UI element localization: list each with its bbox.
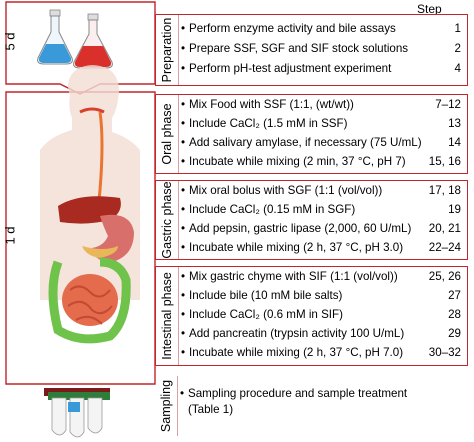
step-row: •Sampling procedure and sample treatment… bbox=[180, 387, 408, 416]
phase-gastric: Gastric phase •Mix oral bolus with SGF (… bbox=[155, 180, 468, 260]
step-row: •Include CaCl₂ (0.6 mM in SIF)28 bbox=[181, 308, 461, 321]
step-row: •Perform enzyme activity and bile assays… bbox=[181, 22, 461, 35]
left-artwork bbox=[5, 1, 156, 438]
step-row: •Include CaCl₂ (0.15 mM in SGF)19 bbox=[181, 203, 461, 216]
duration-digestion: 1 d bbox=[2, 226, 18, 245]
phase-label: Gastric phase bbox=[160, 181, 174, 259]
step-row: •Incubate while mixing (2 h, 37 °C, pH 3… bbox=[181, 241, 461, 254]
phase-label: Sampling bbox=[159, 379, 173, 433]
phase-intestinal: Intestinal phase •Mix gastric chyme with… bbox=[155, 266, 468, 366]
step-row: •Add salivary amylase, if necessary (75 … bbox=[181, 136, 461, 149]
phase-label: Preparation bbox=[160, 17, 174, 83]
step-row: •Include bile (10 mM bile salts)27 bbox=[181, 289, 461, 302]
step-row: •Mix Food with SSF (1:1, (wt/wt))7–12 bbox=[181, 98, 461, 111]
phase-preparation: Preparation •Perform enzyme activity and… bbox=[155, 14, 468, 86]
step-row: •Incubate while mixing (2 min, 37 °C, pH… bbox=[181, 155, 461, 168]
phase-label: Oral phase bbox=[160, 103, 174, 165]
step-row: •Mix oral bolus with SGF (1:1 (vol/vol))… bbox=[181, 184, 461, 197]
blue-flask-icon bbox=[37, 9, 73, 65]
step-row: •Incubate while mixing (2 h, 37 °C, pH 7… bbox=[181, 346, 461, 359]
step-row: •Add pepsin, gastric lipase (2,000, 60 U… bbox=[181, 222, 461, 235]
duration-prep: 5 d bbox=[2, 32, 18, 51]
step-row: •Add pancreatin (trypsin activity 100 U/… bbox=[181, 327, 461, 340]
sample-tubes-icon bbox=[44, 388, 110, 438]
pancreas-icon bbox=[82, 246, 118, 258]
step-row: •Mix gastric chyme with SIF (1:1 (vol/vo… bbox=[181, 270, 461, 283]
phase-sampling: Sampling •Sampling procedure and sample … bbox=[155, 376, 468, 436]
large-intestine-icon bbox=[48, 257, 131, 344]
step-row: •Include CaCl₂ (1.5 mM in SSF)13 bbox=[181, 117, 461, 130]
phase-oral: Oral phase •Mix Food with SSF (1:1, (wt/… bbox=[155, 94, 468, 174]
step-row: •Prepare SSF, SGF and SIF stock solution… bbox=[181, 42, 461, 55]
red-flask-icon bbox=[73, 13, 113, 69]
step-header: Step bbox=[417, 2, 442, 16]
small-intestine-icon bbox=[62, 274, 118, 326]
phase-label: Intestinal phase bbox=[160, 272, 174, 360]
